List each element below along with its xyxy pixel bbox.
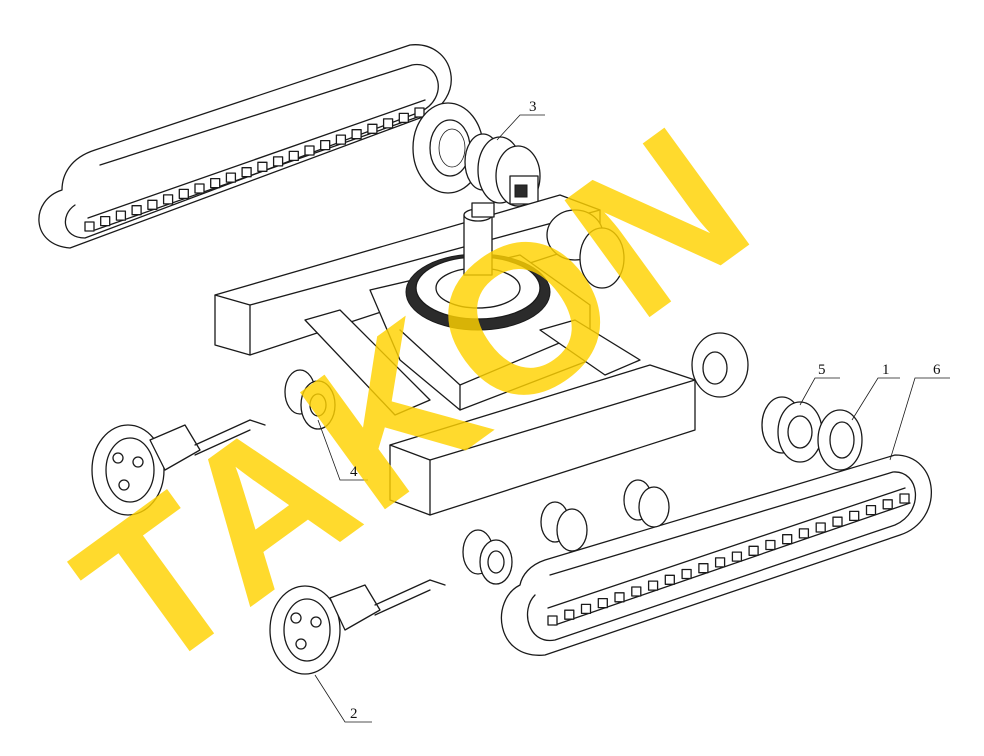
- track-pad: [631, 586, 642, 597]
- track-pad: [194, 183, 205, 194]
- track-pad: [398, 112, 409, 124]
- callout-label-6: 6: [933, 362, 941, 378]
- track-pad: [899, 493, 910, 504]
- idler-tensioner-lower: [269, 579, 446, 675]
- roller-lower-2: [540, 501, 588, 552]
- track-pad: [597, 597, 608, 609]
- track-rollers: [284, 369, 670, 585]
- callout-label-1: 1: [882, 362, 890, 378]
- roller-lower-1: [462, 529, 513, 585]
- track-pad: [84, 221, 95, 232]
- track-pad: [748, 545, 759, 556]
- drive-sprocket-lower: [817, 409, 863, 471]
- travel-motor-lower: [761, 396, 823, 463]
- slewing-ring: [405, 253, 551, 331]
- track-pad: [849, 510, 860, 522]
- callout-label-3: 3: [529, 99, 537, 115]
- travel-motor-upper: [464, 133, 541, 207]
- callout-label-4: 4: [350, 464, 358, 480]
- track-pad: [225, 172, 237, 183]
- track-pad: [210, 177, 221, 189]
- track-pad: [865, 504, 877, 516]
- track-pad: [335, 134, 347, 145]
- track-pad: [131, 205, 142, 216]
- track-pad: [782, 534, 793, 545]
- track-pad: [367, 123, 378, 134]
- track-pad: [178, 188, 189, 200]
- track-pad: [320, 139, 331, 151]
- track-pad: [647, 580, 659, 591]
- track-pad: [698, 563, 709, 574]
- track-pad: [162, 194, 174, 205]
- track-pad: [257, 161, 268, 172]
- track-pad: [304, 145, 315, 156]
- track-pad: [714, 557, 726, 568]
- track-pad: [832, 516, 843, 527]
- track-pad: [147, 199, 158, 210]
- track-pad: [798, 528, 810, 539]
- track-pad: [765, 539, 776, 551]
- track-lower-right: [500, 454, 932, 656]
- track-pad: [115, 210, 127, 221]
- track-pad: [681, 568, 692, 580]
- track-pad: [731, 551, 743, 562]
- undercarriage-frame: [214, 194, 749, 516]
- track-pad: [547, 615, 558, 626]
- center-rotary-joint: [463, 202, 495, 276]
- track-lower-right-pads: [547, 493, 910, 626]
- track-pad: [272, 156, 284, 167]
- callout-leaders: [314, 114, 950, 723]
- idler-tensioner-upper: [91, 419, 266, 516]
- roller-upper: [284, 369, 336, 430]
- track-pad: [564, 609, 575, 620]
- track-pad: [614, 592, 625, 603]
- track-pad: [580, 603, 592, 615]
- track-pad: [664, 574, 675, 585]
- track-pad: [288, 150, 299, 162]
- callout-labels: 3 2 4 5 1 6: [350, 99, 941, 722]
- track-upper-left-pads: [84, 107, 425, 232]
- track-pad: [241, 167, 252, 178]
- track-pad: [351, 129, 362, 140]
- track-pad: [382, 118, 394, 129]
- track-pad: [414, 107, 425, 118]
- roller-lower-3: [623, 479, 670, 528]
- track-pad: [100, 215, 111, 227]
- track-pad: [815, 522, 826, 533]
- callout-label-5: 5: [818, 362, 826, 378]
- track-pad: [882, 499, 893, 510]
- callout-label-2: 2: [350, 706, 358, 722]
- track-upper-left: [38, 44, 452, 249]
